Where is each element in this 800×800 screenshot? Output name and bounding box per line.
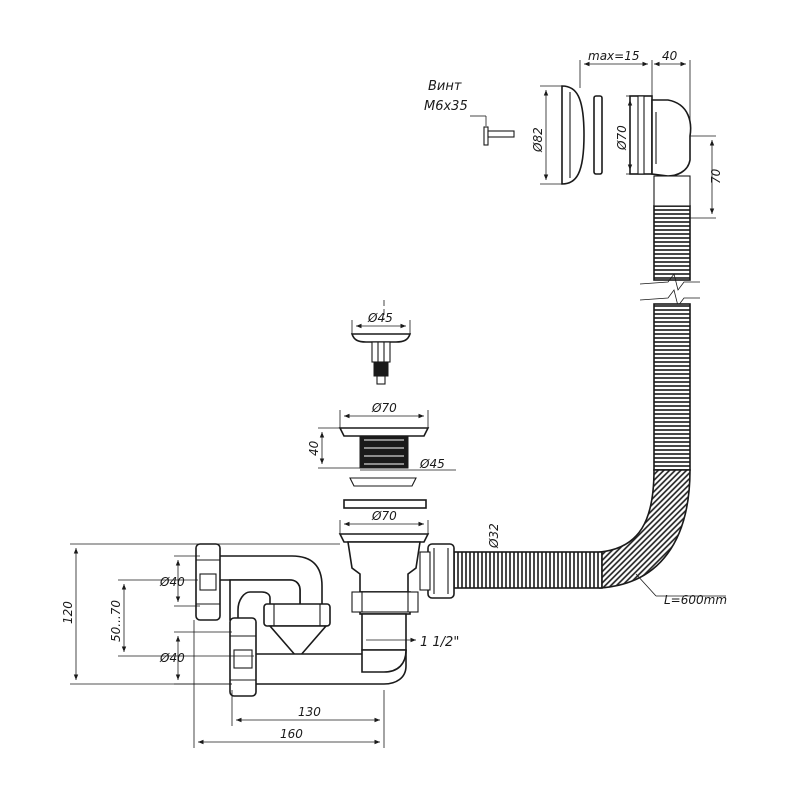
dim-d70-lower: Ø70 [339, 509, 429, 534]
svg-text:max=15: max=15 [588, 49, 639, 63]
dim-40-top: 40 [654, 49, 691, 120]
hose-break-mark-2 [639, 289, 700, 307]
dim-120: 120 [61, 543, 340, 685]
hose-vertical-upper [653, 205, 691, 281]
dim-hose-length: L=600mm [635, 573, 727, 607]
hose-break-mark [639, 273, 700, 291]
svg-text:120: 120 [61, 601, 75, 624]
dim-max15: max=15 [579, 49, 653, 98]
svg-text:50...70: 50...70 [109, 600, 123, 642]
svg-text:Ø40: Ø40 [159, 651, 185, 665]
dim-130: 130 [231, 690, 385, 748]
dim-50-70: 50...70 [109, 579, 254, 657]
svg-text:Ø70: Ø70 [371, 401, 397, 415]
overflow-gasket-part [593, 95, 603, 175]
dim-40-drain: 40 [307, 427, 360, 469]
svg-text:Ø32: Ø32 [487, 523, 501, 549]
hose-horizontal [451, 551, 603, 589]
dim-d45-drain: Ø45 [360, 457, 456, 471]
svg-text:40: 40 [662, 49, 678, 63]
siphon-assembly [195, 543, 407, 697]
dim-d40-upper: Ø40 [159, 555, 200, 607]
dim-160: 160 [193, 620, 380, 748]
svg-text:40: 40 [307, 440, 321, 456]
overflow-assembly [451, 85, 700, 589]
svg-text:Ø70: Ø70 [371, 509, 397, 523]
svg-text:Ø82: Ø82 [531, 127, 545, 153]
dim-d82: Ø82 [531, 85, 566, 185]
svg-text:L=600mm: L=600mm [664, 593, 727, 607]
svg-text:Ø45: Ø45 [419, 457, 445, 471]
drain-assembly [338, 427, 455, 651]
dim-d40-lower: Ø40 [159, 631, 232, 685]
screw-label: Винт M6x35 [424, 79, 487, 126]
overflow-body-part [629, 95, 692, 177]
dim-d70-overflow: Ø70 [615, 95, 640, 175]
hose-bend [599, 469, 691, 589]
dim-d32: Ø32 [487, 523, 501, 549]
dim-thread: 1 1/2" [366, 635, 459, 650]
dim-d70-drain: Ø70 [339, 401, 429, 428]
svg-text:M6x35: M6x35 [424, 99, 468, 114]
svg-text:160: 160 [280, 727, 303, 741]
svg-text:Ø70: Ø70 [615, 125, 629, 151]
drain-plug-part [350, 333, 412, 385]
svg-text:130: 130 [298, 705, 321, 719]
svg-text:Винт: Винт [428, 79, 462, 94]
svg-text:Ø40: Ø40 [159, 575, 185, 589]
svg-text:1 1/2": 1 1/2" [420, 635, 459, 650]
screw-part [483, 126, 515, 146]
overflow-cover-part [561, 85, 585, 185]
hose-vertical-lower [653, 303, 691, 471]
hose-neck [653, 175, 691, 207]
svg-text:Ø45: Ø45 [367, 311, 393, 325]
dim-70-right: 70 [690, 135, 723, 219]
svg-text:70: 70 [709, 168, 723, 184]
dim-d45-plug: Ø45 [351, 311, 411, 334]
